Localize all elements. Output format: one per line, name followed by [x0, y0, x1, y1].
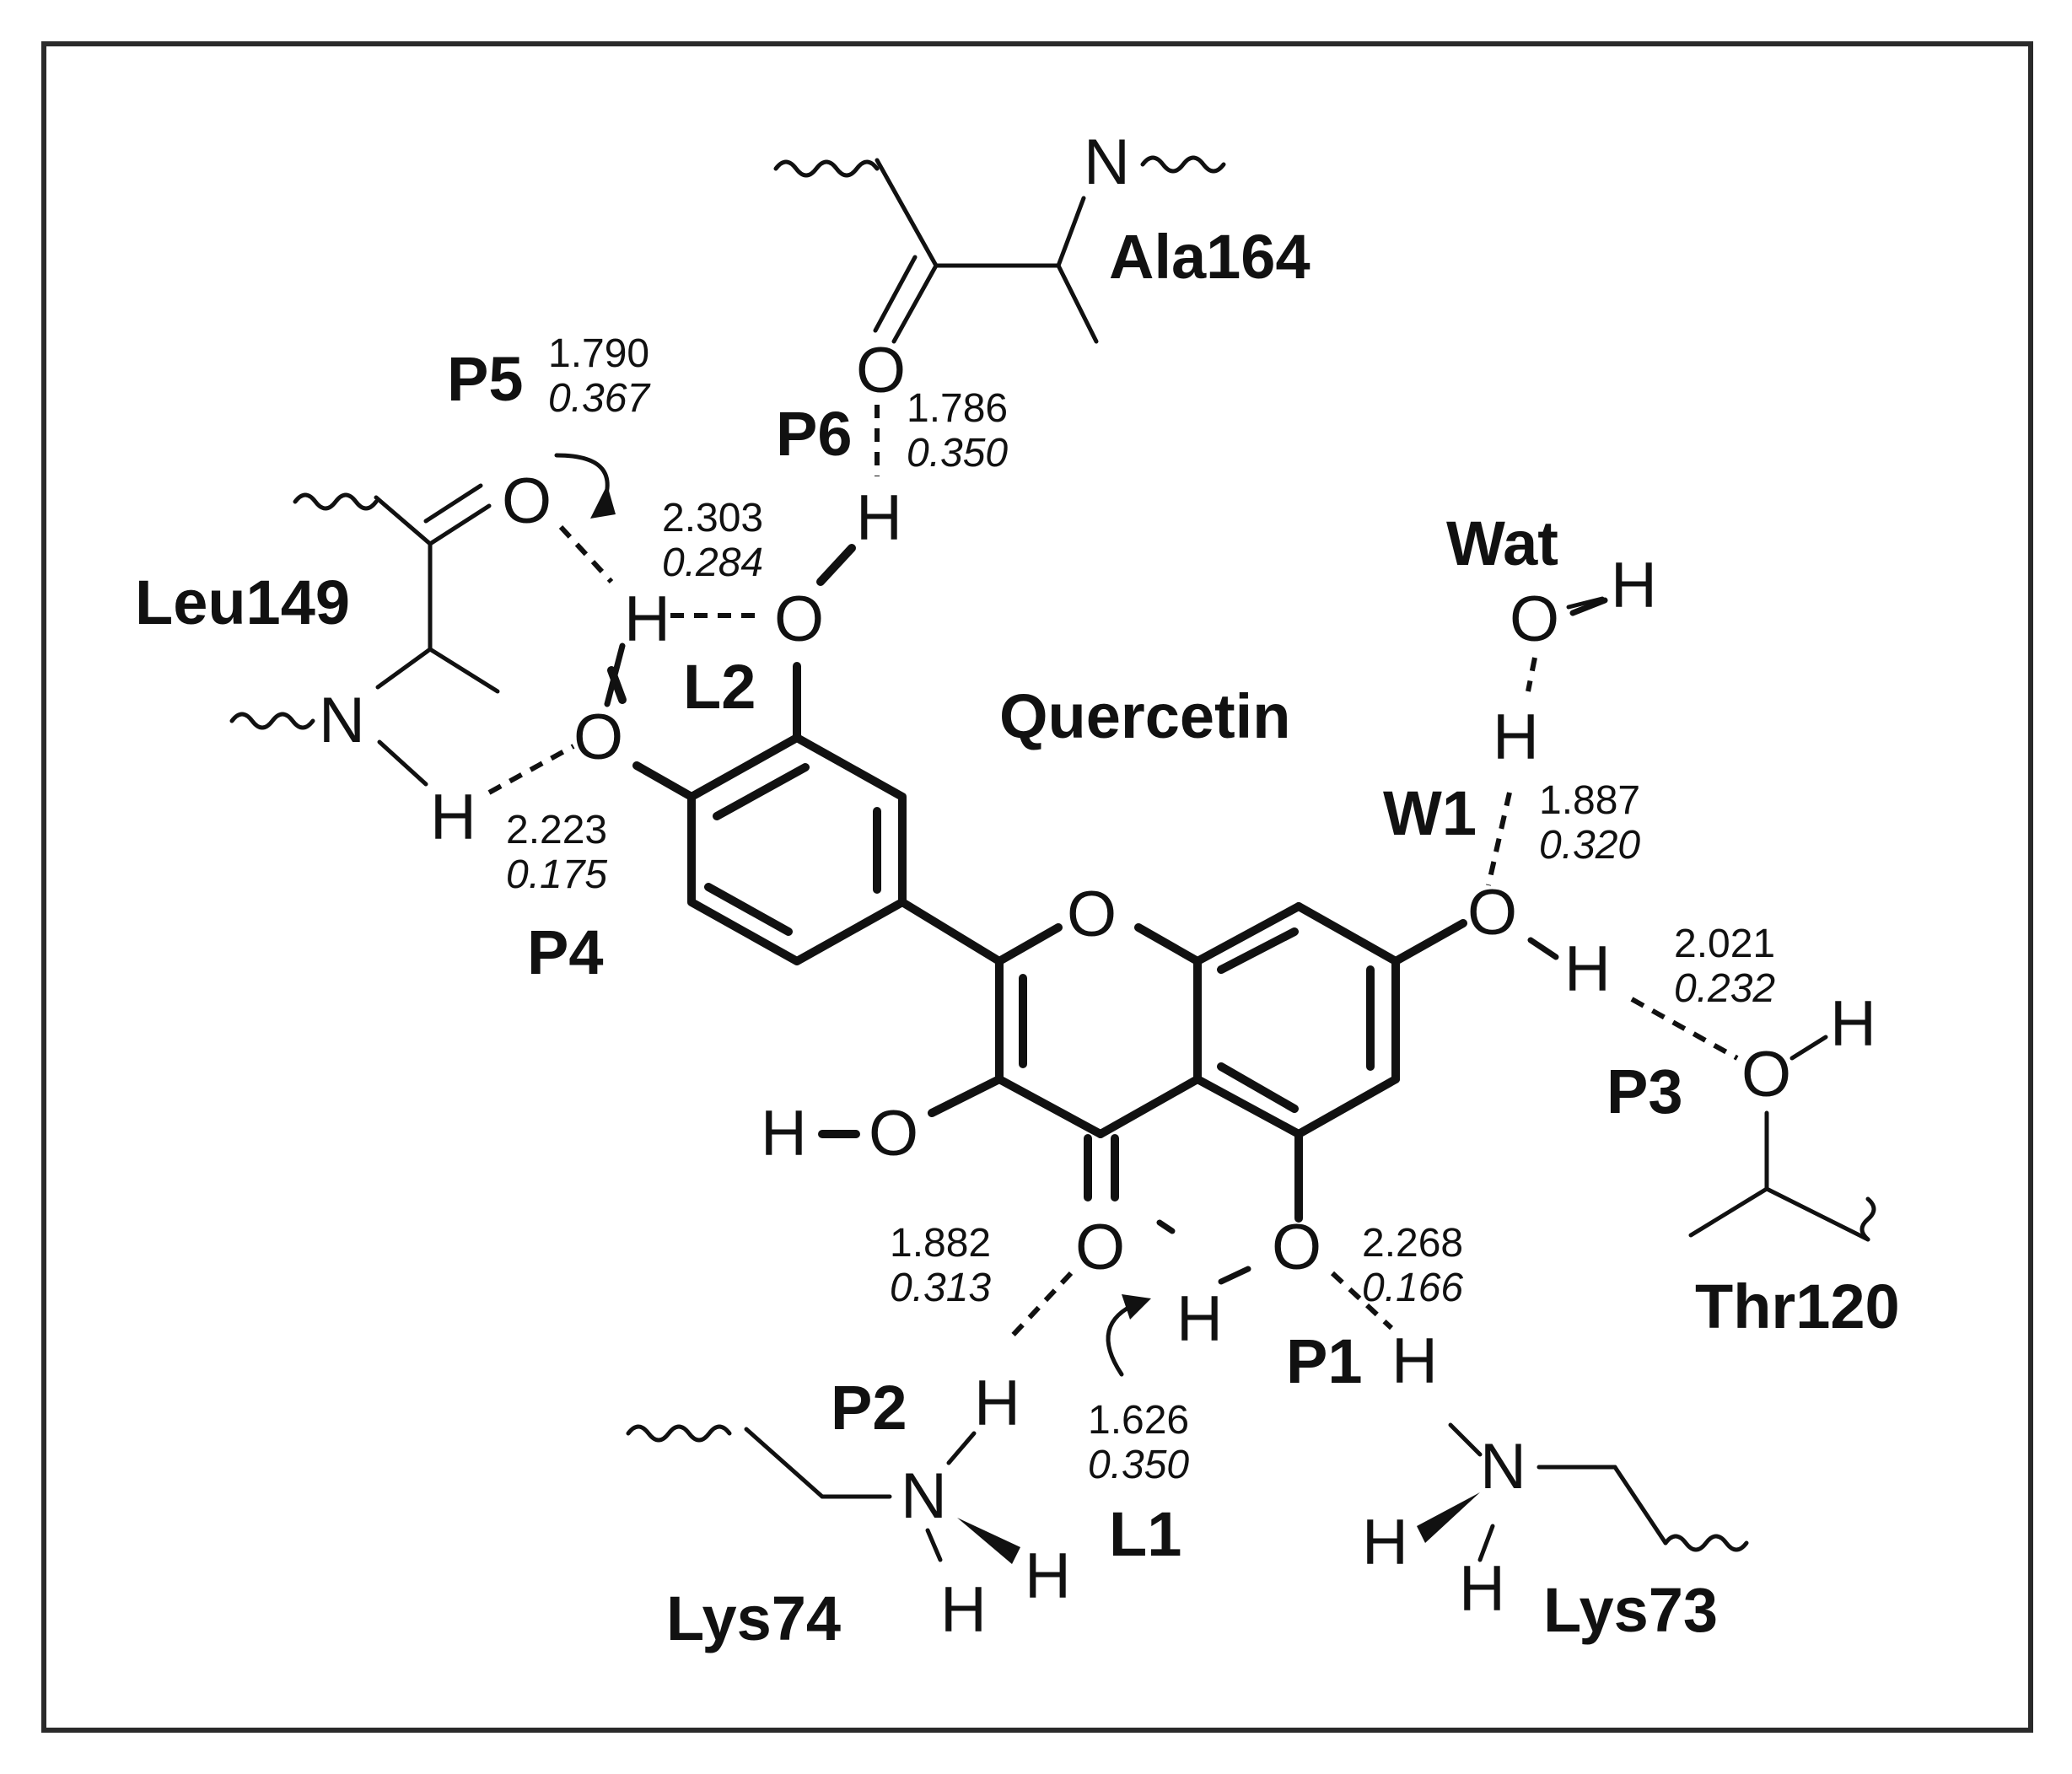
atom-o-3: O — [869, 1098, 918, 1169]
interaction-l2: L2 2.303 0.284 — [662, 496, 763, 722]
atom-h-thr120: H — [1830, 988, 1876, 1060]
atom-h-leu149: H — [430, 782, 476, 853]
atom-h-lys74-wedge: H — [1025, 1540, 1071, 1612]
interaction-p5: P5 1.790 0.367 — [447, 331, 651, 421]
label-p4: P4 — [527, 917, 604, 987]
atom-o-ring: O — [1067, 879, 1117, 950]
atom-h-7: H — [1564, 933, 1611, 1005]
interaction-p2: P2 1.882 0.313 — [831, 1221, 991, 1443]
label-quercetin: Quercetin — [999, 681, 1290, 751]
density-p4: 0.175 — [506, 852, 607, 897]
label-p1: P1 — [1286, 1326, 1363, 1396]
label-l2: L2 — [683, 652, 756, 722]
atom-h-lys73-wedge: H — [1362, 1507, 1408, 1578]
hbond-w-top — [1526, 657, 1537, 692]
label-p5: P5 — [447, 344, 524, 414]
distance-p4: 2.223 — [506, 808, 607, 852]
hbond-p4 — [487, 744, 575, 795]
atom-o-4: O — [1075, 1212, 1125, 1283]
hbond-w1 — [1486, 792, 1512, 886]
interaction-p1: P1 2.268 0.166 — [1286, 1221, 1463, 1396]
interaction-l1: L1 1.626 0.350 — [1088, 1398, 1189, 1569]
label-p2: P2 — [831, 1373, 907, 1443]
density-p1: 0.166 — [1362, 1266, 1463, 1310]
distance-l1: 1.626 — [1088, 1398, 1189, 1443]
ala164-fragment — [773, 155, 1226, 344]
residue-labels: Ala164 Leu149 Quercetin Wat Thr120 Lys74… — [135, 222, 1900, 1653]
density-l1: 0.350 — [1088, 1443, 1189, 1487]
atom-o-5: O — [1272, 1212, 1321, 1283]
distance-p5: 1.790 — [548, 331, 649, 376]
atom-h-p5: H — [624, 583, 670, 655]
density-p3: 0.232 — [1674, 966, 1775, 1011]
label-water: Wat — [1446, 508, 1558, 578]
distance-p6: 1.786 — [907, 386, 1008, 431]
atom-h-water: H — [1611, 550, 1657, 621]
thr120-fragment — [1688, 1035, 1876, 1242]
label-p3: P3 — [1606, 1056, 1683, 1126]
label-thr120: Thr120 — [1695, 1271, 1900, 1341]
density-p6: 0.350 — [907, 431, 1008, 476]
label-lys74: Lys74 — [666, 1583, 841, 1653]
label-w1: W1 — [1383, 778, 1477, 848]
water-fragment — [1566, 596, 1605, 610]
leu149-fragment — [229, 483, 500, 787]
interaction-p4: P4 2.223 0.175 — [506, 808, 607, 987]
atom-o-water: O — [1510, 583, 1559, 655]
atom-n-ala164: N — [1084, 126, 1130, 198]
distance-p1: 2.268 — [1362, 1221, 1463, 1266]
hbond-p1 — [1330, 1271, 1394, 1330]
distance-p3: 2.021 — [1674, 922, 1775, 966]
covalent-bonds — [607, 544, 1608, 1285]
distance-l2: 2.303 — [662, 496, 763, 540]
atom-h-l1: H — [1176, 1283, 1223, 1355]
density-p2: 0.313 — [890, 1266, 991, 1310]
interaction-p3: P3 2.021 0.232 — [1606, 922, 1775, 1126]
distance-p2: 1.882 — [890, 1221, 991, 1266]
atom-h-3: H — [761, 1098, 807, 1169]
atom-h-lys74-down: H — [940, 1574, 987, 1646]
atom-labels: N O H O H O N O H O O H H O H O H O H O … — [319, 126, 1876, 1646]
label-leu149: Leu149 — [135, 567, 350, 637]
hbond-p3 — [1630, 997, 1739, 1061]
atom-h-lys73-down: H — [1459, 1553, 1505, 1625]
label-p6: P6 — [776, 399, 853, 469]
atom-o-3prime: O — [774, 583, 824, 655]
atom-h-l2: H — [856, 482, 902, 554]
atom-o-leu149: O — [502, 465, 552, 537]
atom-h-lys73: H — [1391, 1325, 1438, 1397]
atom-n-leu149: N — [319, 685, 365, 756]
atom-h-lys74: H — [974, 1368, 1020, 1439]
interaction-w1: W1 1.887 0.320 — [1383, 778, 1640, 868]
atom-h-w1: H — [1493, 702, 1539, 773]
atom-n-lys74: N — [901, 1460, 947, 1532]
label-ala164: Ala164 — [1109, 222, 1310, 292]
density-p5: 0.367 — [548, 376, 651, 421]
atom-o-4prime: O — [573, 702, 623, 773]
interaction-p6: P6 1.786 0.350 — [776, 386, 1008, 476]
quercetin-skeleton — [632, 662, 1467, 1223]
hydrogen-bonds — [487, 405, 1739, 1343]
curved-arrows — [554, 453, 1151, 1377]
distance-w1: 1.887 — [1539, 778, 1640, 823]
lys73-fragment — [1417, 1422, 1749, 1562]
atom-n-lys73: N — [1480, 1431, 1526, 1503]
frame-border — [41, 41, 2033, 1733]
density-l2: 0.284 — [662, 540, 763, 585]
atom-o-thr120: O — [1741, 1039, 1791, 1110]
hbond-p2 — [1005, 1271, 1074, 1343]
density-w1: 0.320 — [1539, 823, 1640, 868]
label-lys73: Lys73 — [1543, 1575, 1718, 1645]
atom-o-7: O — [1467, 877, 1517, 949]
hbond-p5 — [558, 524, 614, 584]
label-l1: L1 — [1109, 1499, 1181, 1569]
atom-o-ala164: O — [856, 335, 906, 406]
lys74-fragment — [626, 1424, 1020, 1564]
